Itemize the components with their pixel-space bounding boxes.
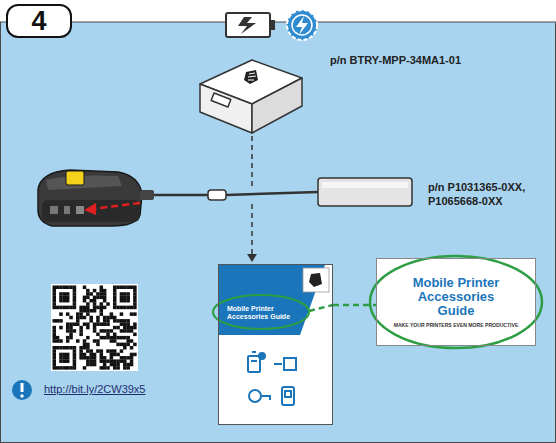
zoom-card <box>376 258 536 346</box>
zebra-head <box>309 273 322 287</box>
power-cable <box>140 190 318 200</box>
step-number: 4 <box>8 6 70 36</box>
plug-in-arrowhead <box>84 203 96 215</box>
adapter-part-number: P1065668-0XX <box>428 195 503 208</box>
accessories-booklet: Mobile Printer Accessories Guide <box>218 264 333 425</box>
qr-code <box>53 286 137 370</box>
booklet-logo <box>303 268 329 292</box>
battery-part-number: p/n BTRY-MPP-34MA1-01 <box>330 54 461 67</box>
zoom-leader <box>309 305 333 311</box>
panel-ground <box>1 22 556 443</box>
booklet-icons <box>248 352 296 405</box>
zoom-ellipse <box>370 256 542 348</box>
info-icon <box>12 380 32 400</box>
battery-pack <box>200 60 302 133</box>
flow-arrowhead <box>247 254 257 262</box>
plug-in-arrow <box>92 203 140 209</box>
qr-ground <box>51 284 138 371</box>
fast-charge-icon <box>287 10 317 40</box>
booklet-page <box>218 264 333 425</box>
adapter-part-number: p/n P1031365-0XX, <box>428 181 525 194</box>
highlight-ellipse <box>213 295 309 329</box>
flow-arrow <box>251 136 253 254</box>
battery-charge-icon <box>226 13 275 37</box>
guide-title: Mobile Printer Accessories Guide <box>377 276 535 318</box>
booklet-zoom-card: Mobile Printer Accessories GuideMAKE YOU… <box>376 258 536 346</box>
accessories-link: http://bit.ly/2CW39x5 <box>44 383 146 396</box>
power-adapter <box>318 178 412 206</box>
printer <box>38 170 142 226</box>
booklet-title: Mobile Printer Accessories Guide <box>227 305 299 321</box>
zoom-connector <box>333 305 376 306</box>
guide-subtitle: MAKE YOUR PRINTERS EVEN MORE PRODUCTIVE <box>377 322 535 329</box>
step-number-box: 4 <box>6 4 72 38</box>
